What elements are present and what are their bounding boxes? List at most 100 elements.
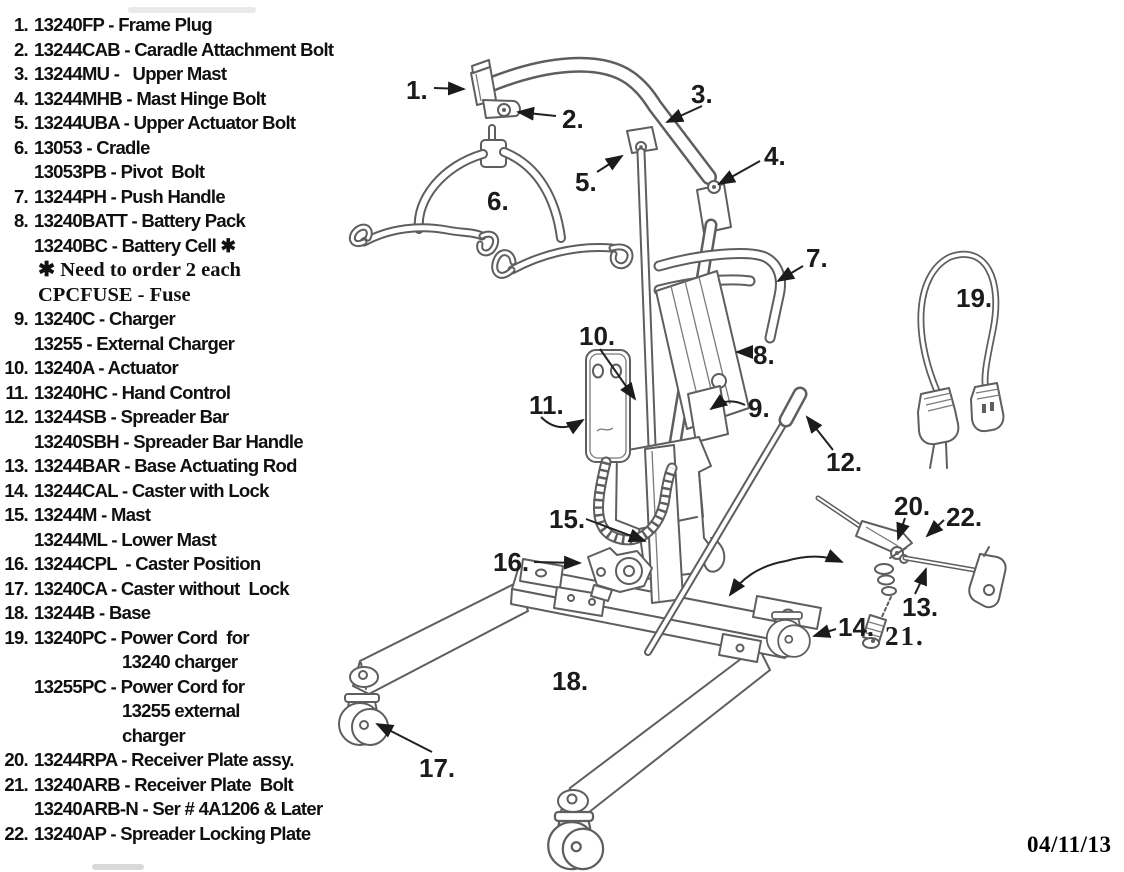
part-description: 13244BAR - Base Actuating Rod	[34, 455, 297, 476]
part-description: CPCFUSE - Fuse	[38, 283, 191, 306]
parts-list-item: 14. 13244CAL - Caster with Lock	[0, 479, 380, 504]
parts-list-item: 2. 13244CAB - Caradle Attachment Bolt	[0, 38, 380, 63]
part-description: 13053PB - Pivot Bolt	[34, 161, 205, 182]
parts-list-item: 13240 charger	[0, 650, 380, 675]
part-item-number: 7.	[13, 185, 29, 207]
parts-list-item: 13240BC - Battery Cell ✱	[0, 234, 380, 259]
power-cord-drawing	[917, 250, 1005, 469]
parts-list-item: 5. 13244UBA - Upper Actuator Bolt	[0, 111, 380, 136]
parts-list-item: 16. 13244CPL - Caster Position	[0, 552, 380, 577]
part-description: 13244MHB - Mast Hinge Bolt	[34, 87, 266, 109]
callout-label: 1.	[406, 75, 428, 105]
part-description: 13244CAB - Caradle Attachment Bolt	[34, 38, 334, 60]
parts-list: 1. 13240FP - Frame Plug 2. 13244CAB - Ca…	[0, 13, 380, 846]
callout-label: 13.	[902, 592, 938, 622]
part-item-number: 2.	[13, 38, 29, 60]
detail-reference-arrow	[728, 560, 787, 597]
callout-label: 11.	[529, 390, 564, 420]
part-description: 13240HC - Hand Control	[34, 381, 231, 403]
part-item-number: 12.	[4, 406, 28, 427]
parts-list-item: 19. 13240PC - Power Cord for	[0, 626, 380, 651]
lower-mast-drawing	[587, 444, 684, 604]
part-item-number: 4.	[13, 87, 29, 109]
parts-list-item: 13240ARB-N - Ser # 4A1206 & Later	[0, 797, 380, 822]
part-description: 13240FP - Frame Plug	[34, 14, 213, 35]
callout-label: 6.	[487, 186, 509, 216]
part-description: 13244MU - Upper Mast	[34, 63, 227, 84]
parts-list-item: 3. 13244MU - Upper Mast	[0, 62, 380, 87]
part-description: 13244CAL - Caster with Lock	[34, 479, 269, 501]
part-item-number: 22.	[4, 822, 28, 844]
part-description: ✱ Need to order 2 each	[38, 259, 241, 281]
part-item-number: 9.	[13, 308, 29, 329]
part-item-number: 21.	[4, 773, 28, 795]
callout-label: 16.	[493, 547, 529, 577]
part-description: 13240SBH - Spreader Bar Handle	[34, 430, 304, 452]
part-description: 13240C - Charger	[34, 308, 176, 329]
callout-label: 12.	[826, 447, 862, 477]
parts-list-item: 6. 13053 - Cradle	[0, 136, 380, 161]
part-item-number: 10.	[4, 357, 28, 378]
parts-list-item: 13255PC - Power Cord for	[0, 675, 380, 700]
battery-pack-drawing	[655, 270, 750, 443]
part-item-number: 14.	[4, 479, 28, 501]
part-item-number: 8.	[13, 210, 29, 231]
part-item-number: 13.	[4, 455, 28, 476]
part-description: 13240 charger	[122, 651, 238, 672]
part-description: 13240PC - Power Cord for	[34, 626, 250, 648]
callout-label: 7.	[806, 243, 828, 273]
parts-list-item: 22. 13240AP - Spreader Locking Plate	[0, 822, 380, 847]
parts-list-item: 12. 13244SB - Spreader Bar	[0, 405, 380, 430]
part-description: 13240ARB - Receiver Plate Bolt	[34, 773, 294, 795]
callout-label: 18.	[552, 666, 588, 696]
part-item-number: 11.	[5, 381, 28, 403]
callout-label: 19.	[956, 283, 992, 313]
callout-label: 21.	[885, 621, 925, 651]
receiver-plate-drawing	[815, 495, 1007, 649]
part-item-number: 1.	[13, 14, 29, 35]
charger-shape	[687, 385, 729, 443]
callout-label: 4.	[764, 141, 786, 171]
part-description: 13244M - Mast	[34, 504, 151, 525]
part-description: 13255 external	[122, 700, 240, 721]
parts-list-item: 13240SBH - Spreader Bar Handle	[0, 430, 380, 455]
parts-list-item: ✱ Need to order 2 each	[0, 258, 380, 283]
part-description: 13240BATT - Battery Pack	[34, 210, 246, 231]
part-description: 13244SB - Spreader Bar	[34, 406, 229, 427]
parts-list-item: 1. 13240FP - Frame Plug	[0, 13, 380, 38]
callout-label: 17.	[419, 753, 455, 783]
part-item-number: 15.	[4, 504, 28, 525]
parts-list-item: 8. 13240BATT - Battery Pack	[0, 209, 380, 234]
parts-list-item: 13255 external	[0, 699, 380, 724]
callout-label: 8.	[753, 340, 775, 370]
part-item-number: 5.	[13, 112, 29, 133]
part-item-number: 20.	[4, 749, 28, 770]
callout-label: 3.	[691, 79, 713, 109]
parts-list-item: 21. 13240ARB - Receiver Plate Bolt	[0, 773, 380, 798]
part-item-number: 6.	[13, 136, 29, 158]
parts-list-item: 11. 13240HC - Hand Control	[0, 381, 380, 406]
leader-lines	[375, 81, 945, 753]
callout-label: 5.	[575, 167, 597, 197]
parts-list-item: 15. 13244M - Mast	[0, 503, 380, 528]
part-description: 13240A - Actuator	[34, 357, 179, 378]
part-item-number: 3.	[13, 63, 29, 84]
part-item-number: 19.	[4, 626, 28, 648]
callout-label: 15.	[549, 504, 585, 534]
parts-list-item: 13053PB - Pivot Bolt	[0, 160, 380, 185]
revision-date: 04/11/13	[1027, 832, 1112, 857]
part-description: 13244RPA - Receiver Plate assy.	[34, 749, 294, 770]
part-description: 13240BC - Battery Cell ✱	[34, 234, 236, 256]
parts-list-item: 10. 13240A - Actuator	[0, 356, 380, 381]
parts-list-item: 13. 13244BAR - Base Actuating Rod	[0, 454, 380, 479]
callout-label: 14.	[838, 612, 874, 642]
parts-list-item: 20. 13244RPA - Receiver Plate assy.	[0, 748, 380, 773]
base-drawing	[338, 558, 822, 871]
wall-plug-shape	[917, 387, 960, 446]
part-description: 13244PH - Push Handle	[34, 185, 226, 207]
part-description: 13240AP - Spreader Locking Plate	[34, 822, 311, 844]
part-item-number: 16.	[4, 553, 28, 574]
part-description: 13244CPL - Caster Position	[34, 553, 261, 574]
